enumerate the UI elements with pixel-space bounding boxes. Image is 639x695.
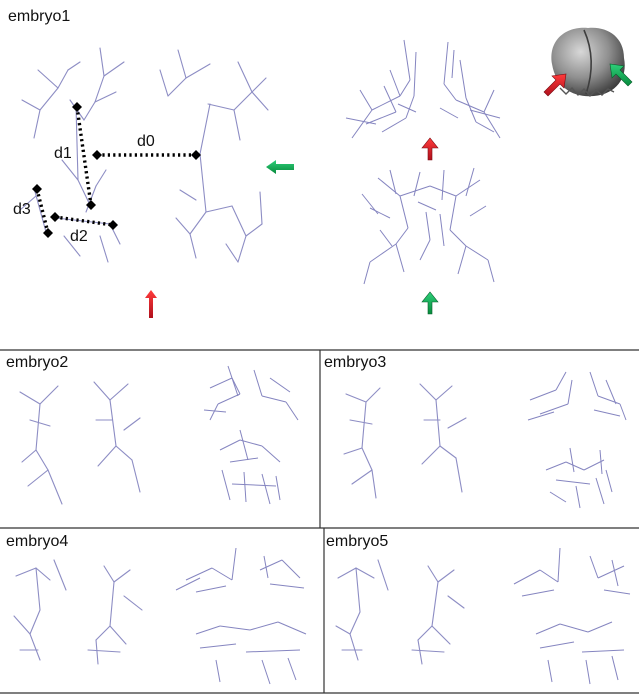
measure-endpoint <box>50 212 60 222</box>
panel-embryo3: embryo3 <box>324 354 626 508</box>
skeleton-side-view-upper <box>346 40 500 138</box>
skeleton-side-view <box>176 548 306 684</box>
measure-endpoint <box>108 220 118 230</box>
measure-label-d1: d1 <box>54 145 72 162</box>
skeleton-side-view-lower <box>362 168 494 284</box>
measure-endpoint <box>43 228 53 238</box>
panel-embryo4: embryo4 <box>6 533 306 684</box>
red-arrow-icon <box>422 138 438 160</box>
measure-endpoint <box>92 150 102 160</box>
panel-title-embryo2: embryo2 <box>6 354 68 371</box>
skeleton-top-view <box>336 560 464 664</box>
skeleton-top-view <box>14 560 142 664</box>
panel-title-embryo5: embryo5 <box>326 533 388 550</box>
measure-endpoint <box>72 102 82 112</box>
measure-endpoint <box>191 150 201 160</box>
panel-title-embryo4: embryo4 <box>6 533 68 550</box>
measure-line-d1 <box>77 107 91 205</box>
measure-label-d2: d2 <box>70 228 88 245</box>
measure-line-d3 <box>37 189 48 233</box>
red-arrow-icon <box>544 74 566 96</box>
green-arrow-icon <box>266 160 294 174</box>
measure-label-d0: d0 <box>137 133 155 150</box>
green-arrow-icon <box>422 292 438 314</box>
skeleton-side-view <box>204 366 298 504</box>
skeleton-top-view <box>344 384 466 498</box>
skeleton-top-view <box>20 382 140 504</box>
panel-embryo1: embryo1 <box>8 8 632 318</box>
red-arrow-icon <box>145 290 157 318</box>
measure-endpoint <box>32 184 42 194</box>
panel-embryo5: embryo5 <box>326 533 630 684</box>
skeleton-side-view <box>528 372 626 508</box>
measure-label-d3: d3 <box>13 201 31 218</box>
panel-title-embryo3: embryo3 <box>324 354 386 371</box>
panel-embryo2: embryo2 <box>6 354 298 504</box>
skeleton-side-view <box>514 548 630 684</box>
panel-title-embryo1: embryo1 <box>8 8 70 25</box>
